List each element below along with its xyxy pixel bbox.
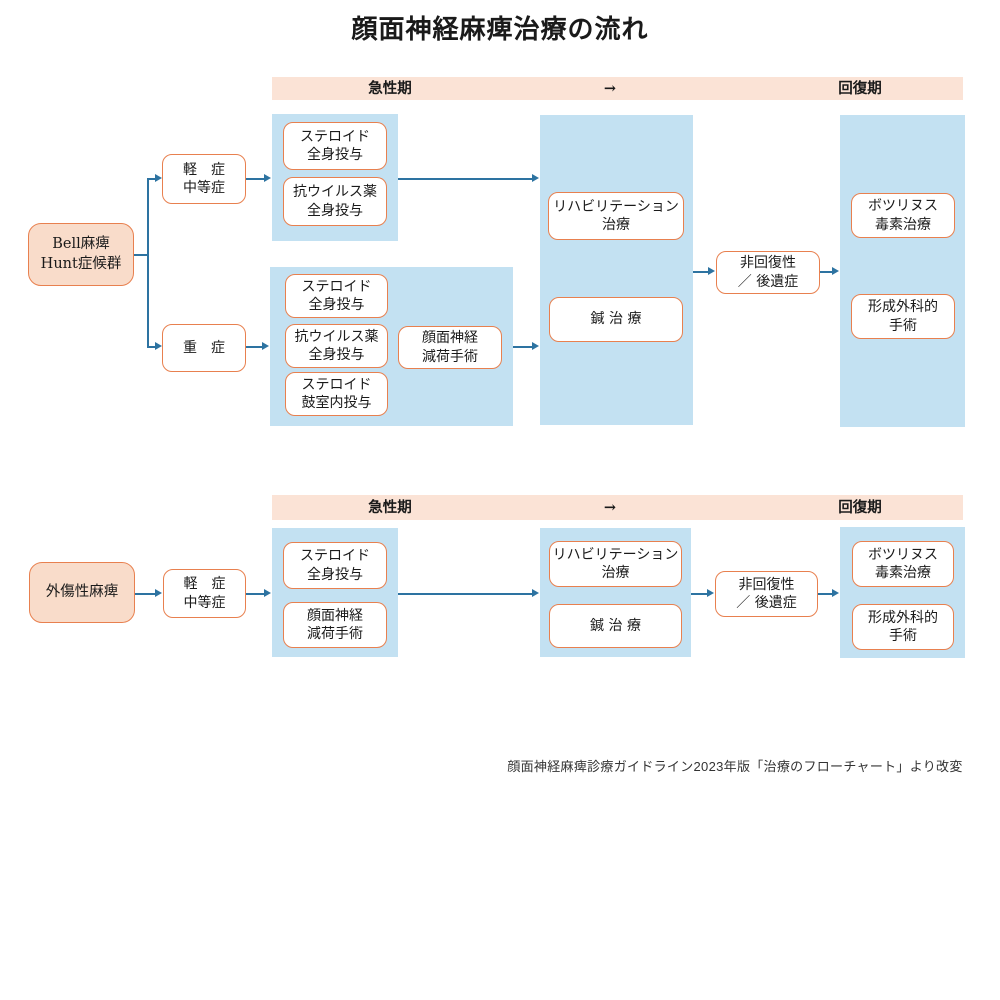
- arrowhead: [262, 342, 269, 350]
- phase-label-acute: 急性期: [368, 499, 412, 516]
- node-steroid-systemic-severe: ステロイド 全身投与: [285, 274, 388, 318]
- phase-label-recovery: 回復期: [838, 80, 882, 97]
- connector-line: [134, 254, 148, 256]
- connector-line: [148, 346, 156, 348]
- phase-arrow: →: [603, 499, 617, 516]
- connector-line: [398, 593, 533, 595]
- arrowhead: [264, 589, 271, 597]
- phase-arrow: →: [603, 80, 617, 97]
- connector-line: [693, 271, 709, 273]
- arrowhead: [708, 267, 715, 275]
- node-antiviral-systemic-mild: 抗ウイルス薬 全身投与: [283, 177, 387, 226]
- node-rehabilitation-chart2: リハビリテーション 治療: [549, 541, 682, 587]
- node-antiviral-systemic-severe: 抗ウイルス薬 全身投与: [285, 324, 388, 368]
- arrowhead: [155, 174, 162, 182]
- node-mild-moderate-chart2: 軽 症 中等症: [163, 569, 246, 618]
- node-nonrecovery-sequelae-chart1: 非回復性 ／ 後遺症: [716, 251, 820, 294]
- phase-label-acute: 急性期: [368, 80, 412, 97]
- arrowhead: [264, 174, 271, 182]
- footer-citation: 顔面神経麻痺診療ガイドライン2023年版「治療のフローチャート」より改変: [507, 759, 963, 774]
- arrowhead: [155, 589, 162, 597]
- connector-line: [246, 593, 265, 595]
- node-acupuncture-chart1: 鍼 治 療: [549, 297, 683, 342]
- arrowhead: [532, 342, 539, 350]
- connector-line: [818, 593, 833, 595]
- node-traumatic-paralysis: 外傷性麻痺: [29, 562, 135, 623]
- node-steroid-systemic-chart2: ステロイド 全身投与: [283, 542, 387, 589]
- panel-mid-chart1: [540, 115, 693, 425]
- panel-recovery-chart1: [840, 115, 965, 427]
- connector-line: [820, 271, 833, 273]
- arrowhead: [532, 174, 539, 182]
- connector-line: [246, 178, 265, 180]
- phase-band-chart1: 急性期 → 回復期: [272, 77, 963, 100]
- node-nonrecovery-sequelae-chart2: 非回復性 ／ 後遺症: [715, 571, 818, 617]
- arrowhead: [832, 267, 839, 275]
- node-mild-moderate-chart1: 軽 症 中等症: [162, 154, 246, 204]
- node-facial-nerve-decompression-chart1: 顔面神経 減荷手術: [398, 326, 502, 369]
- connector-line: [691, 593, 708, 595]
- connector-line: [147, 178, 149, 348]
- node-plastic-surgery-chart1: 形成外科的 手術: [851, 294, 955, 339]
- page-title: 顔面神経麻痺治療の流れ: [351, 15, 649, 45]
- arrowhead: [532, 589, 539, 597]
- phase-band-chart2: 急性期 → 回復期: [272, 495, 963, 520]
- node-facial-nerve-decompression-chart2: 顔面神経 減荷手術: [283, 602, 387, 648]
- node-rehabilitation-chart1: リハビリテーション 治療: [548, 192, 684, 240]
- connector-line: [148, 178, 156, 180]
- connector-line: [135, 593, 156, 595]
- connector-line: [513, 346, 533, 348]
- connector-line: [246, 346, 263, 348]
- node-botulinum-chart2: ボツリヌス 毒素治療: [852, 541, 954, 587]
- node-acupuncture-chart2: 鍼 治 療: [549, 604, 682, 648]
- connector-line: [398, 178, 533, 180]
- node-bell-hunt: Bell麻痺 Hunt症候群: [28, 223, 134, 286]
- arrowhead: [832, 589, 839, 597]
- node-plastic-surgery-chart2: 形成外科的 手術: [852, 604, 954, 650]
- arrowhead: [155, 342, 162, 350]
- arrowhead: [707, 589, 714, 597]
- phase-label-recovery: 回復期: [838, 499, 882, 516]
- node-severe-chart1: 重 症: [162, 324, 246, 372]
- node-steroid-intratympanic: ステロイド 鼓室内投与: [285, 372, 388, 416]
- node-steroid-systemic-mild: ステロイド 全身投与: [283, 122, 387, 170]
- node-botulinum-chart1: ボツリヌス 毒素治療: [851, 193, 955, 238]
